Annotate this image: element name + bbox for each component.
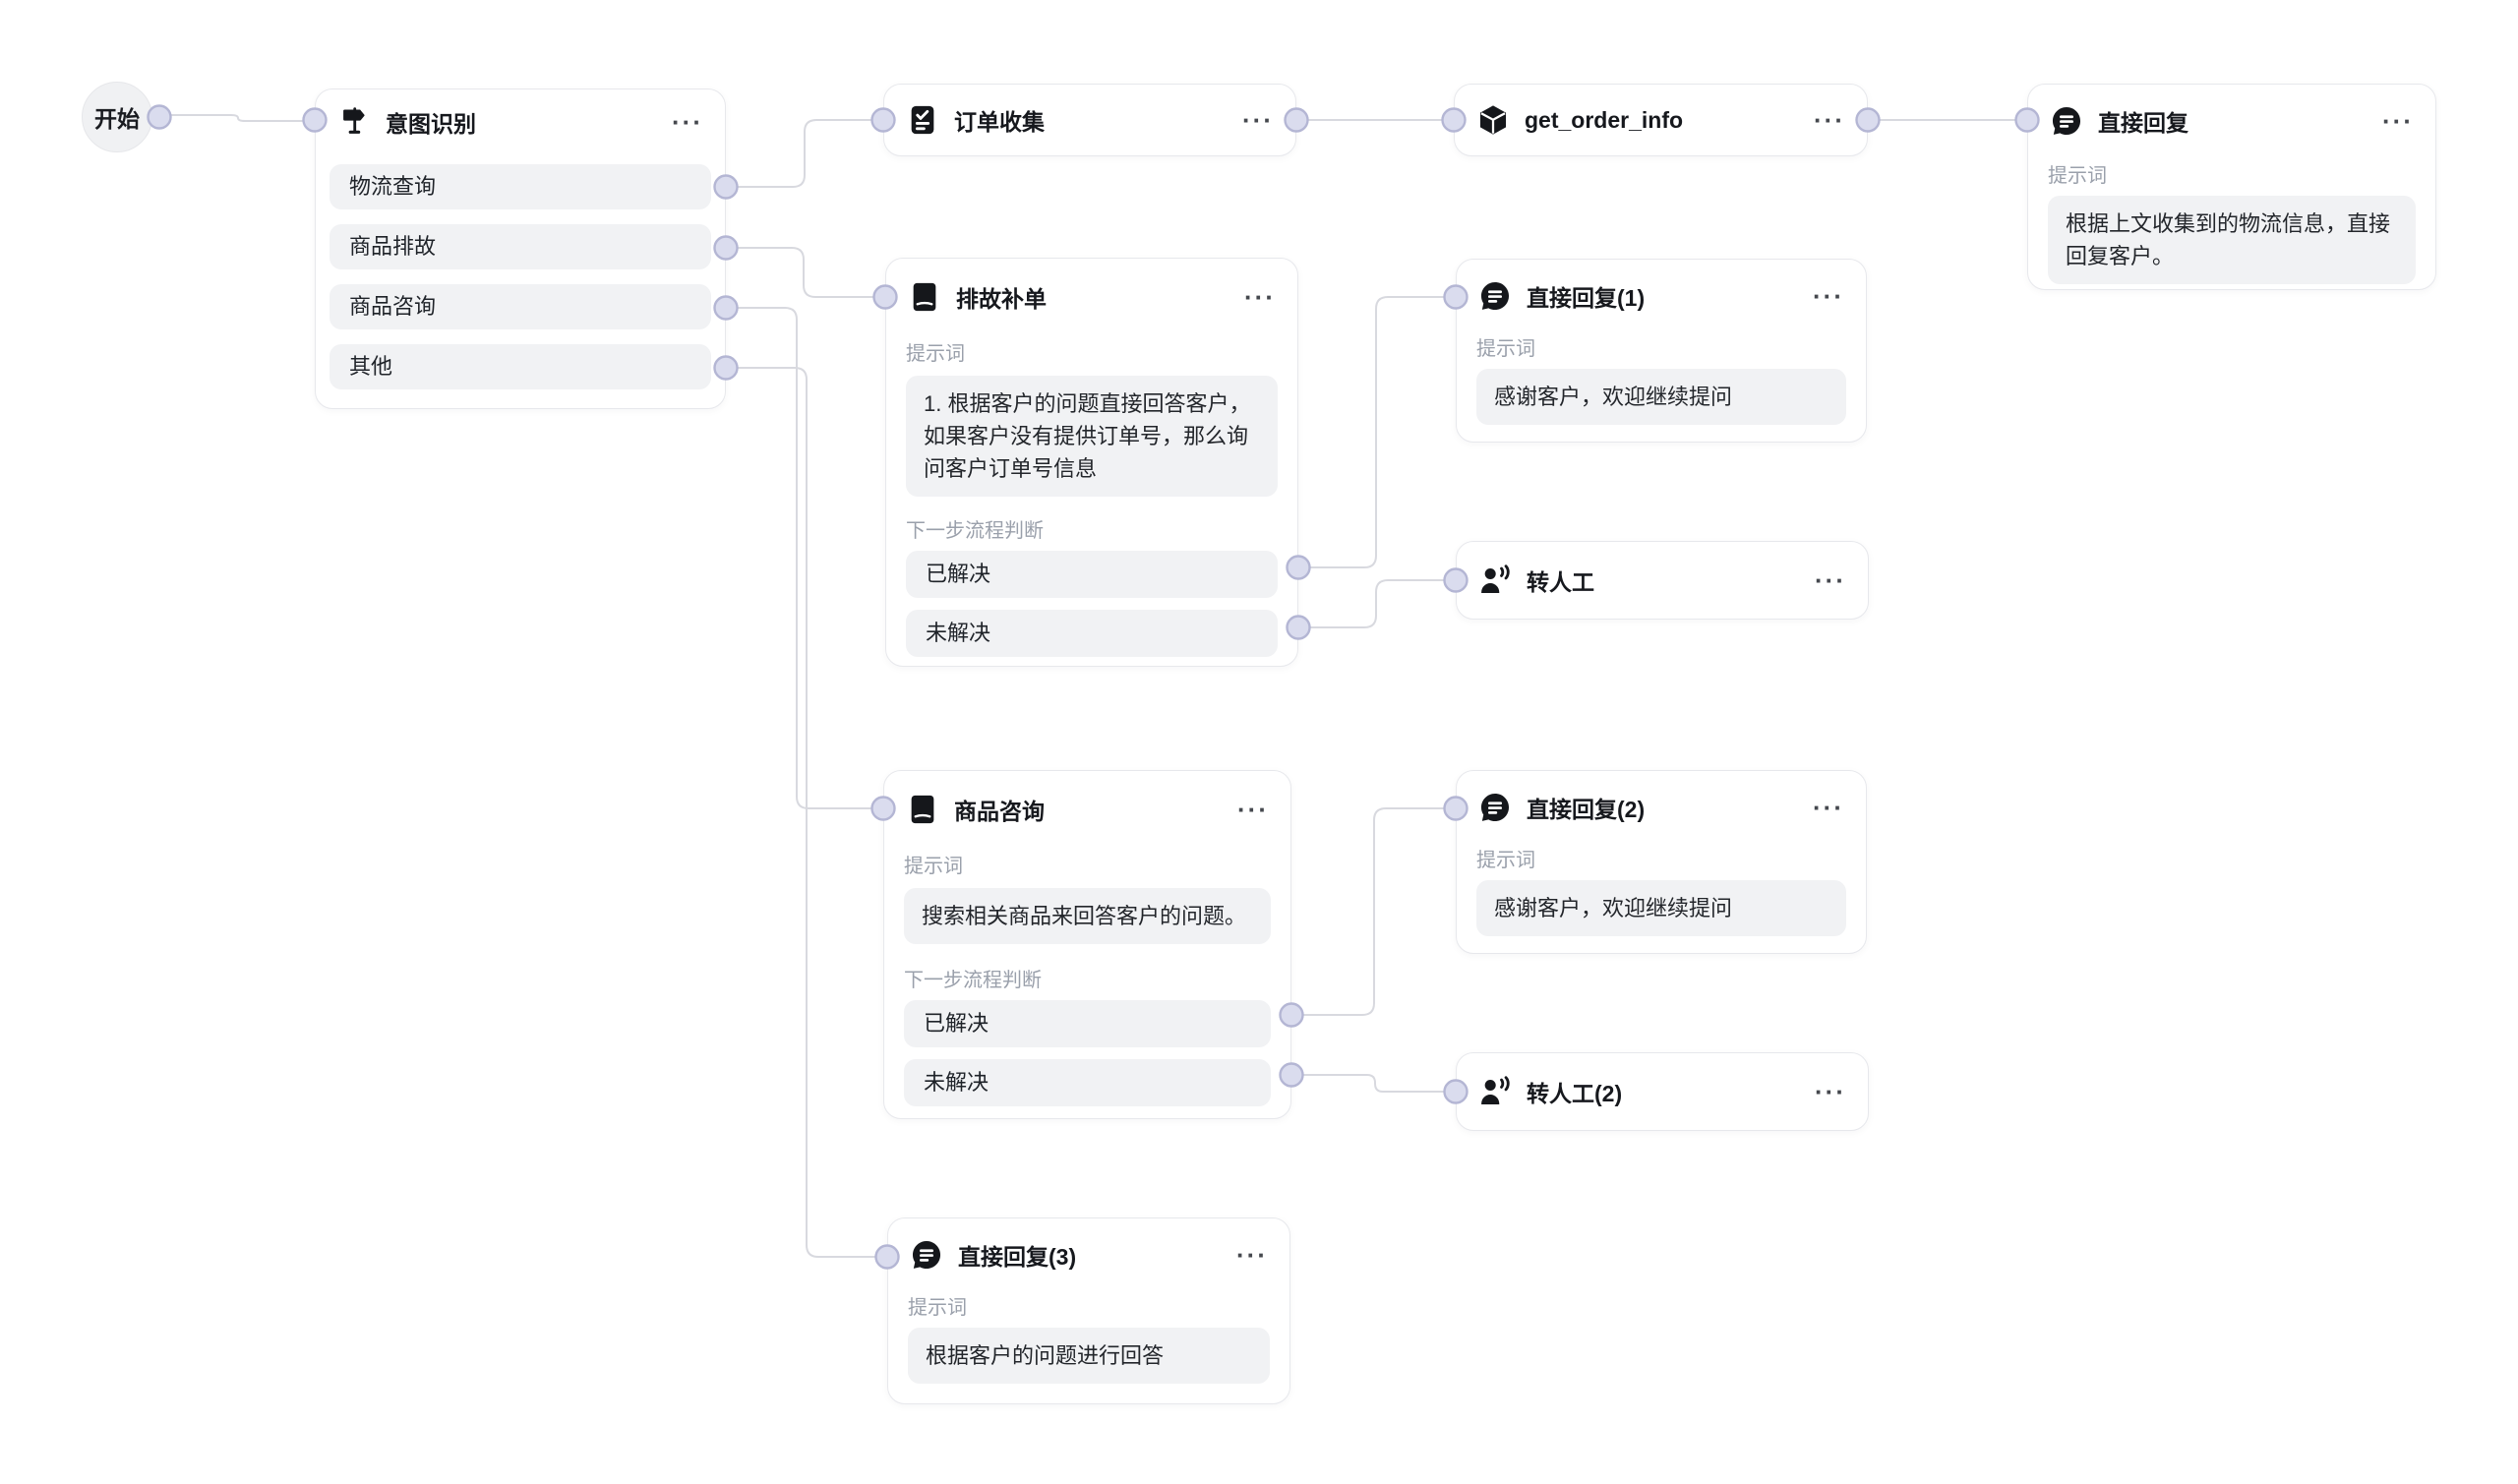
- intent-branch-logistics[interactable]: 物流查询: [330, 164, 711, 209]
- chat-bubble-icon: [2050, 104, 2083, 138]
- node-title: 直接回复(1): [1527, 285, 1646, 311]
- human-transfer-2-node[interactable]: 转人工(2) ···: [1456, 1052, 1869, 1131]
- node-header: 转人工(2) ···: [1457, 1053, 1868, 1130]
- prompt-text[interactable]: 根据客户的问题进行回答: [908, 1328, 1270, 1384]
- prompt-label: 提示词: [904, 856, 963, 877]
- direct-reply-3-node[interactable]: 直接回复(3) ··· 提示词 根据客户的问题进行回答: [887, 1217, 1290, 1404]
- node-title: get_order_info: [1525, 106, 1684, 133]
- more-menu-button[interactable]: ···: [1814, 105, 1845, 135]
- prompt-text[interactable]: 感谢客户，欢迎继续提问: [1476, 880, 1846, 936]
- node-title: 直接回复(2): [1527, 797, 1646, 822]
- chat-bubble-icon: [1478, 279, 1512, 313]
- node-title: 直接回复: [2098, 110, 2188, 136]
- prompt-text[interactable]: 根据上文收集到的物流信息，直接回复客户。: [2048, 196, 2416, 284]
- more-menu-button[interactable]: ···: [1242, 105, 1274, 135]
- node-title: 排故补单: [956, 286, 1047, 312]
- next-step-label: 下一步流程判断: [904, 970, 1042, 991]
- node-title: 意图识别: [386, 111, 476, 137]
- chat-bubble-icon: [1478, 791, 1512, 824]
- branch-unsolved[interactable]: 未解决: [904, 1059, 1271, 1106]
- more-menu-button[interactable]: ···: [1236, 1240, 1268, 1270]
- prompt-text[interactable]: 搜索相关商品来回答客户的问题。: [904, 888, 1271, 944]
- prompt-label: 提示词: [908, 1297, 967, 1319]
- prompt-label: 提示词: [1476, 850, 1535, 871]
- more-menu-button[interactable]: ···: [1813, 793, 1844, 822]
- direct-reply-1-node[interactable]: 直接回复(1) ··· 提示词 感谢客户，欢迎继续提问: [1456, 259, 1867, 443]
- node-header: 直接回复 ···: [2028, 104, 2435, 138]
- edge-product-branch: [738, 307, 871, 809]
- more-menu-button[interactable]: ···: [1813, 281, 1844, 311]
- human-transfer-node[interactable]: 转人工 ···: [1456, 541, 1869, 620]
- branch-solved[interactable]: 已解决: [904, 1000, 1271, 1047]
- start-node-label: 开始: [94, 106, 140, 132]
- node-title: 订单收集: [954, 109, 1045, 135]
- branch-unsolved[interactable]: 未解决: [906, 610, 1278, 657]
- intent-branch-other[interactable]: 其他: [330, 344, 711, 389]
- chat-bubble-icon: [910, 1238, 943, 1272]
- prompt-label: 提示词: [2048, 165, 2107, 187]
- node-title: 商品咨询: [954, 799, 1045, 824]
- node-header: get_order_info ···: [1455, 85, 1867, 155]
- node-header: 订单收集 ···: [884, 85, 1295, 155]
- intent-recognition-node[interactable]: 意图识别 ··· 物流查询 商品排故 商品咨询 其他: [315, 89, 726, 409]
- intent-branch-troubleshoot[interactable]: 商品排故: [330, 224, 711, 269]
- edge-other-to-direct-reply-3: [738, 367, 875, 1258]
- more-menu-button[interactable]: ···: [1237, 795, 1269, 824]
- more-menu-button[interactable]: ···: [2382, 106, 2414, 136]
- more-menu-button[interactable]: ···: [1815, 565, 1846, 595]
- node-header: 直接回复(1) ···: [1457, 279, 1866, 313]
- get-order-info-node[interactable]: get_order_info ···: [1454, 84, 1868, 156]
- book-icon: [906, 793, 939, 826]
- prompt-text[interactable]: 1. 根据客户的问题直接回答客户，如果客户没有提供订单号，那么询问客户订单号信息: [906, 376, 1278, 497]
- signpost-icon: [337, 105, 371, 139]
- node-header: 直接回复(3) ···: [888, 1238, 1289, 1272]
- order-collect-node[interactable]: 订单收集 ···: [883, 84, 1296, 156]
- node-title: 转人工: [1527, 569, 1594, 595]
- node-header: 直接回复(2) ···: [1457, 791, 1866, 824]
- node-header: 排故补单 ···: [886, 280, 1297, 314]
- direct-reply-2-node[interactable]: 直接回复(2) ··· 提示词 感谢客户，欢迎继续提问: [1456, 770, 1867, 954]
- node-title: 转人工(2): [1527, 1081, 1623, 1106]
- next-step-label: 下一步流程判断: [906, 520, 1044, 542]
- more-menu-button[interactable]: ···: [1815, 1077, 1846, 1106]
- book-icon: [908, 280, 941, 314]
- direct-reply-node[interactable]: 直接回复 ··· 提示词 根据上文收集到的物流信息，直接回复客户。: [2027, 84, 2436, 290]
- checklist-icon: [906, 103, 939, 137]
- branch-solved[interactable]: 已解决: [906, 551, 1278, 598]
- more-menu-button[interactable]: ···: [672, 107, 703, 137]
- edge-start-to-intent: [159, 114, 303, 122]
- intent-branch-product[interactable]: 商品咨询: [330, 284, 711, 329]
- troubleshoot-node[interactable]: 排故补单 ··· 提示词 1. 根据客户的问题直接回答客户，如果客户没有提供订单…: [885, 258, 1298, 667]
- edge-logistics-to-order-collect: [738, 119, 871, 188]
- intent-branch-list: 物流查询 商品排故 商品咨询 其他: [316, 164, 725, 389]
- prompt-label: 提示词: [906, 343, 965, 365]
- product-consult-node[interactable]: 商品咨询 ··· 提示词 搜索相关商品来回答客户的问题。 下一步流程判断 已解决…: [883, 770, 1291, 1119]
- cube-plugin-icon: [1476, 103, 1510, 137]
- node-header: 商品咨询 ···: [884, 793, 1290, 826]
- edge-unsolved-to-human: [1310, 579, 1444, 628]
- edge-unsolved2-to-human-2: [1303, 1074, 1444, 1093]
- node-header: 转人工 ···: [1457, 542, 1868, 619]
- more-menu-button[interactable]: ···: [1244, 282, 1276, 312]
- node-header: 意图识别 ···: [316, 105, 725, 139]
- prompt-label: 提示词: [1476, 338, 1535, 360]
- start-node[interactable]: 开始: [82, 82, 152, 152]
- prompt-text[interactable]: 感谢客户，欢迎继续提问: [1476, 369, 1846, 425]
- person-speaking-icon: [1478, 1075, 1512, 1108]
- person-speaking-icon: [1478, 564, 1512, 597]
- node-title: 直接回复(3): [958, 1244, 1077, 1270]
- edge-solved-to-direct-reply-1: [1310, 296, 1444, 568]
- edge-troubleshoot-branch: [738, 247, 873, 298]
- edge-solved2-to-direct-reply-2: [1303, 807, 1444, 1016]
